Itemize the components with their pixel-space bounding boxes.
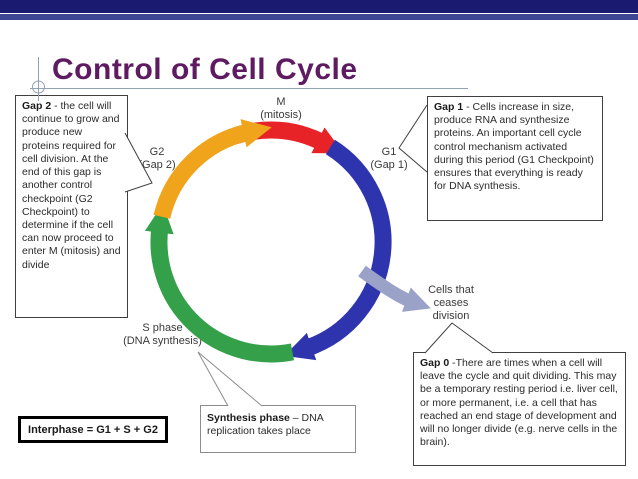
- interphase-formula-box: Interphase = G1 + S + G2: [18, 416, 168, 443]
- callout-gap0-body: -There are times when a cell will leave …: [420, 357, 618, 449]
- exit-arrow: [358, 265, 431, 312]
- callout-gap0: Gap 0 -There are times when a cell will …: [413, 352, 626, 466]
- callout-gap2-lead: Gap 2: [22, 100, 52, 112]
- gap0-pointer-fill: [425, 323, 493, 353]
- label-gap2-text: G2 (Gap 2): [138, 146, 176, 171]
- callout-gap1-lead: Gap 1: [434, 101, 464, 113]
- label-gap1-text: G1 (Gap 1): [370, 146, 408, 171]
- callout-gap1-body: - Cells increase in size, produce RNA an…: [434, 101, 594, 193]
- arc-g1: [284, 139, 392, 361]
- crosshair-icon: [32, 80, 45, 94]
- label-cells-cease-division-text: Cells that ceases division: [428, 284, 474, 322]
- label-gap2: G2 (Gap 2): [123, 146, 191, 172]
- top-accent-bar: [0, 14, 638, 20]
- label-gap1: G1 (Gap 1): [355, 146, 423, 172]
- callout-synthesis-body: – DNA replication takes place: [207, 412, 324, 438]
- callout-gap2-body: - the cell will continue to grow and pro…: [22, 100, 121, 271]
- label-cells-cease-division: Cells that ceases division: [412, 284, 490, 323]
- synthesis-pointer: [197, 351, 263, 407]
- label-mitosis-text: M (mitosis): [260, 96, 302, 121]
- page-title: Control of Cell Cycle: [52, 53, 358, 86]
- synthesis-pointer-fill: [198, 352, 262, 406]
- interphase-formula: Interphase = G1 + S + G2: [28, 423, 158, 436]
- callout-gap2: Gap 2 - the cell will continue to grow a…: [15, 95, 128, 318]
- label-s-phase: S phase (DNA synthesis): [100, 322, 225, 348]
- arc-m-mitosis: [231, 121, 344, 154]
- label-mitosis: M (mitosis): [231, 96, 331, 122]
- callout-gap1: Gap 1 - Cells increase in size, produce …: [427, 96, 603, 221]
- callout-gap0-lead: Gap 0: [420, 357, 450, 369]
- callout-synthesis: Synthesis phase – DNA replication takes …: [200, 405, 356, 453]
- label-s-phase-text: S phase (DNA synthesis): [123, 322, 202, 347]
- gap0-pointer: [424, 322, 494, 354]
- callout-synthesis-lead: Synthesis phase: [207, 412, 290, 424]
- top-bar: [0, 0, 638, 13]
